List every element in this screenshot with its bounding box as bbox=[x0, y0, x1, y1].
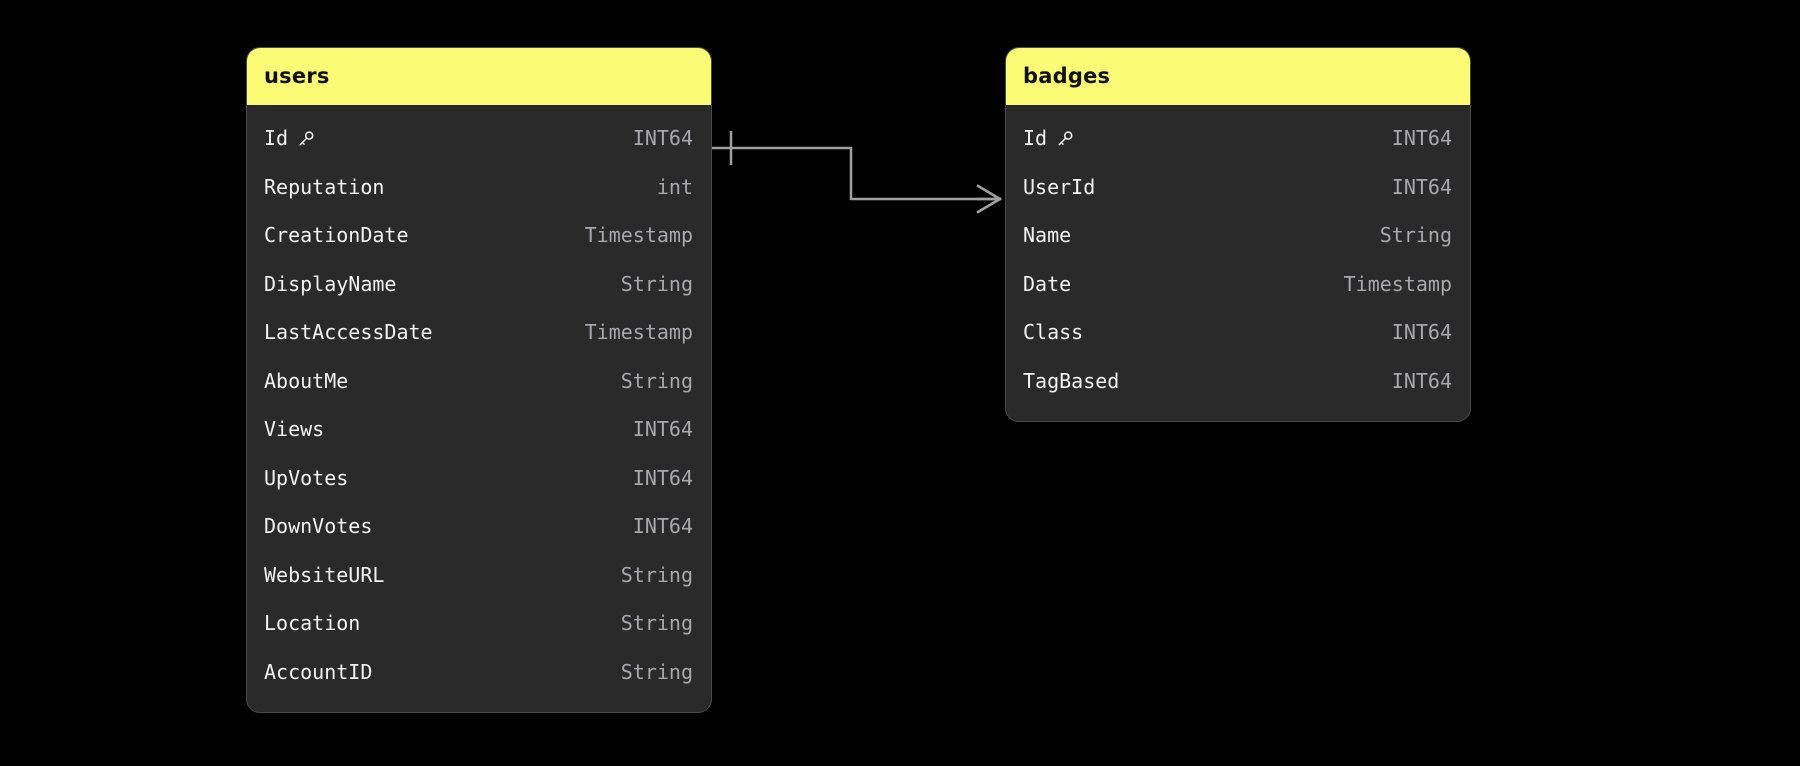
field-type: INT64 bbox=[1391, 320, 1452, 345]
field-row[interactable]: Date Timestamp bbox=[1006, 260, 1470, 309]
relationship-users-to-badges bbox=[710, 131, 1002, 214]
field-row[interactable]: LastAccessDate Timestamp bbox=[247, 308, 711, 357]
entity-fields-badges: Id INT64 UserId INT64 Name String Date T… bbox=[1006, 105, 1470, 421]
field-type: Timestamp bbox=[584, 320, 693, 345]
entity-fields-users: Id INT64 Reputation int CreationDate Tim… bbox=[247, 105, 711, 712]
field-name: LastAccessDate bbox=[264, 320, 433, 345]
field-type: Timestamp bbox=[1343, 271, 1452, 296]
field-row[interactable]: TagBased INT64 bbox=[1006, 357, 1470, 406]
field-type: INT64 bbox=[1391, 126, 1452, 151]
field-type: String bbox=[620, 659, 693, 684]
field-name: Id bbox=[1023, 126, 1075, 150]
field-name: Name bbox=[1023, 223, 1072, 248]
field-row[interactable]: AccountID String bbox=[247, 648, 711, 697]
key-icon bbox=[1055, 129, 1075, 149]
field-type: Timestamp bbox=[584, 223, 693, 248]
field-type: INT64 bbox=[632, 514, 693, 539]
field-row[interactable]: CreationDate Timestamp bbox=[247, 211, 711, 260]
field-row[interactable]: DisplayName String bbox=[247, 260, 711, 309]
field-name: UpVotes bbox=[264, 465, 349, 490]
field-name: DownVotes bbox=[264, 514, 373, 539]
field-name: Id bbox=[264, 126, 316, 150]
field-type: INT64 bbox=[632, 417, 693, 442]
field-name: TagBased bbox=[1023, 368, 1120, 393]
entity-card-badges[interactable]: badges Id INT64 UserId INT64 Name String… bbox=[1005, 47, 1471, 422]
field-name: Date bbox=[1023, 271, 1072, 296]
field-row[interactable]: Id INT64 bbox=[1006, 114, 1470, 163]
field-row[interactable]: Views INT64 bbox=[247, 405, 711, 454]
field-row[interactable]: WebsiteURL String bbox=[247, 551, 711, 600]
field-name: AccountID bbox=[264, 659, 373, 684]
field-type: String bbox=[620, 562, 693, 587]
entity-card-users[interactable]: users Id INT64 Reputation int CreationDa… bbox=[246, 47, 712, 713]
field-type: String bbox=[1379, 223, 1452, 248]
entity-title-users: users bbox=[247, 48, 711, 105]
field-row[interactable]: Reputation int bbox=[247, 163, 711, 212]
field-name: CreationDate bbox=[264, 223, 409, 248]
field-name: WebsiteURL bbox=[264, 562, 385, 587]
field-type: INT64 bbox=[632, 126, 693, 151]
field-type: String bbox=[620, 271, 693, 296]
field-row[interactable]: UpVotes INT64 bbox=[247, 454, 711, 503]
field-name: Class bbox=[1023, 320, 1084, 345]
key-icon bbox=[296, 129, 316, 149]
field-type: int bbox=[656, 174, 693, 199]
field-type: String bbox=[620, 368, 693, 393]
field-row[interactable]: Class INT64 bbox=[1006, 308, 1470, 357]
field-name: AboutMe bbox=[264, 368, 349, 393]
field-name: UserId bbox=[1023, 174, 1096, 199]
field-name: Reputation bbox=[264, 174, 385, 199]
field-type: INT64 bbox=[1391, 368, 1452, 393]
field-type: String bbox=[620, 611, 693, 636]
field-type: INT64 bbox=[1391, 174, 1452, 199]
field-row[interactable]: Name String bbox=[1006, 211, 1470, 260]
field-type: INT64 bbox=[632, 465, 693, 490]
field-row[interactable]: DownVotes INT64 bbox=[247, 502, 711, 551]
field-name: Location bbox=[264, 611, 361, 636]
field-row[interactable]: UserId INT64 bbox=[1006, 163, 1470, 212]
field-row[interactable]: Id INT64 bbox=[247, 114, 711, 163]
entity-title-badges: badges bbox=[1006, 48, 1470, 105]
field-row[interactable]: AboutMe String bbox=[247, 357, 711, 406]
field-name: Views bbox=[264, 417, 325, 442]
field-name: DisplayName bbox=[264, 271, 397, 296]
field-row[interactable]: Location String bbox=[247, 599, 711, 648]
